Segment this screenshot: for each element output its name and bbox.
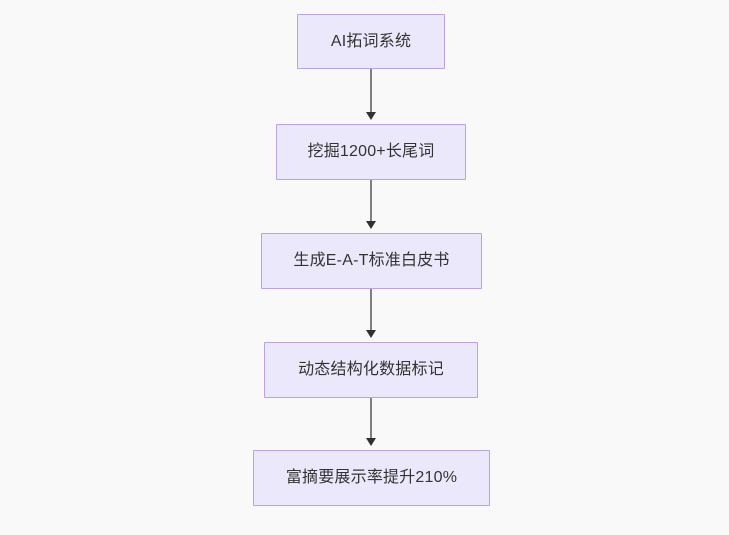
node-label: 生成E-A-T标准白皮书 bbox=[293, 252, 450, 269]
node-label: AI拓词系统 bbox=[330, 32, 412, 50]
node-label: 富摘要展示率提升210% bbox=[285, 469, 458, 486]
arrowhead-node4 bbox=[365, 330, 376, 338]
connector-node4-node5 bbox=[370, 398, 372, 442]
arrowhead-node2 bbox=[365, 112, 376, 120]
node-label: 动态结构化数据标记 bbox=[298, 361, 444, 378]
connector-node2-node3 bbox=[370, 180, 372, 225]
arrowhead-node3 bbox=[365, 221, 376, 229]
flowchart-node-eat-whitepaper[interactable]: 生成E-A-T标准白皮书 bbox=[261, 233, 482, 289]
connector-node1-node2 bbox=[370, 69, 372, 116]
connector-node3-node4 bbox=[370, 289, 372, 334]
flowchart-node-rich-snippet-result[interactable]: 富摘要展示率提升210% bbox=[253, 450, 490, 506]
node-label: 挖掘1200+长尾词 bbox=[307, 143, 435, 160]
flowchart-node-ai-keyword-system[interactable]: AI拓词系统 bbox=[297, 14, 445, 69]
arrowhead-node5 bbox=[365, 438, 376, 446]
flowchart-node-structured-data-markup[interactable]: 动态结构化数据标记 bbox=[264, 342, 478, 398]
flowchart-node-long-tail-keywords[interactable]: 挖掘1200+长尾词 bbox=[276, 124, 466, 180]
